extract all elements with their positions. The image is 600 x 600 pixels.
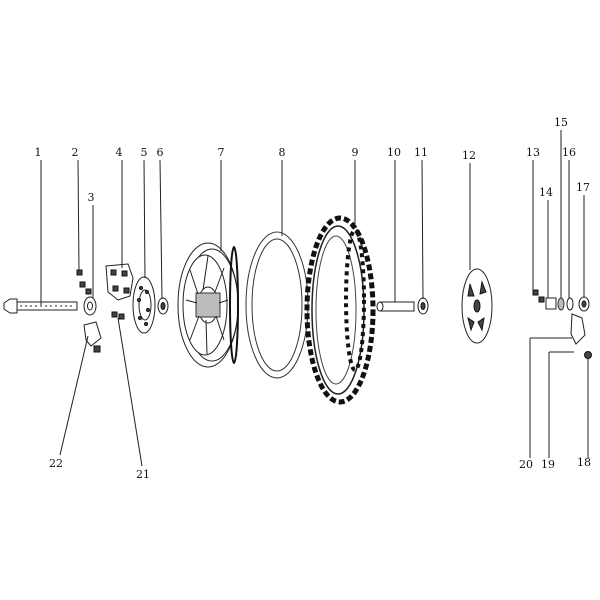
callout-16: 16 <box>562 146 576 159</box>
part-brake-caliper <box>105 263 134 301</box>
leader-lines <box>40 130 589 467</box>
callout-19: 19 <box>541 458 555 471</box>
part-inner-tube <box>245 231 309 379</box>
part-brake-disc <box>132 276 156 334</box>
part-spacer-right <box>545 297 557 310</box>
part-axle-bolt <box>3 298 78 314</box>
callout-14: 14 <box>539 186 553 199</box>
part-adjuster-nut <box>584 351 592 359</box>
part-bearing-right <box>417 297 429 315</box>
callout-10: 10 <box>387 146 401 159</box>
callout-7: 7 <box>218 146 225 159</box>
callout-15: 15 <box>554 116 568 129</box>
part-small-bolts-right <box>532 289 545 303</box>
part-washer <box>557 297 565 311</box>
part-chain-adjuster <box>570 313 586 345</box>
callout-6: 6 <box>157 146 164 159</box>
part-caliper-bolts <box>111 311 125 320</box>
callout-12: 12 <box>462 149 476 162</box>
callout-9: 9 <box>352 146 359 159</box>
part-axle-spacer <box>376 301 415 312</box>
callout-11: 11 <box>414 146 428 159</box>
callout-20: 20 <box>519 458 533 471</box>
part-small-bolts <box>76 269 92 295</box>
callout-17: 17 <box>576 181 590 194</box>
part-bearing-left <box>157 297 169 315</box>
part-sprocket <box>461 268 493 344</box>
callout-2: 2 <box>72 146 79 159</box>
part-spacer <box>83 296 97 316</box>
callout-4: 4 <box>116 146 123 159</box>
part-wheel-rim <box>177 242 239 368</box>
callout-13: 13 <box>526 146 540 159</box>
part-axle-nut <box>578 296 590 312</box>
callout-5: 5 <box>141 146 148 159</box>
callout-1: 1 <box>35 146 42 159</box>
callout-18: 18 <box>577 456 591 469</box>
part-clamp-bracket <box>83 321 102 353</box>
callout-labels: 1 2 3 4 5 6 7 8 9 10 11 12 13 14 15 16 1… <box>35 116 592 481</box>
part-tire <box>304 215 376 405</box>
callout-21: 21 <box>136 468 150 481</box>
callout-3: 3 <box>88 191 95 204</box>
callout-8: 8 <box>279 146 286 159</box>
callout-22: 22 <box>49 457 63 470</box>
part-washer-2 <box>566 297 574 311</box>
